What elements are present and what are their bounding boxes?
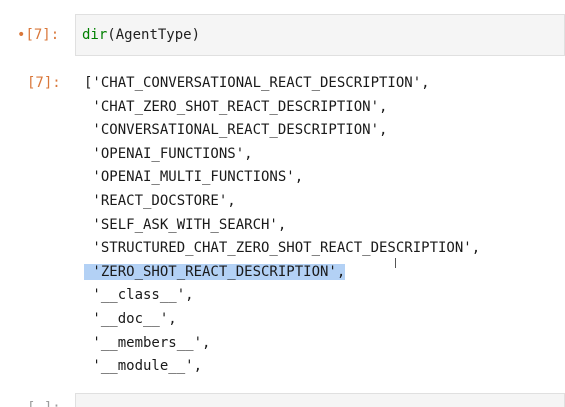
output-line-selected: 'ZERO_SHOT_REACT_DESCRIPTION', <box>84 262 480 286</box>
code-function: dir <box>82 27 108 43</box>
output-line: '__doc__', <box>84 310 177 327</box>
output-area: ['CHAT_CONVERSATIONAL_REACT_DESCRIPTION'… <box>84 73 480 380</box>
output-line: 'OPENAI_FUNCTIONS', <box>84 145 253 162</box>
text-cursor-icon <box>395 258 397 268</box>
code-args: (AgentType) <box>107 27 201 43</box>
output-line: 'REACT_DOCSTORE', <box>84 192 236 209</box>
output-line: ['CHAT_CONVERSATIONAL_REACT_DESCRIPTION'… <box>84 75 430 91</box>
code-line[interactable]: dir(AgentType) <box>82 25 200 45</box>
output-line: 'CONVERSATIONAL_REACT_DESCRIPTION', <box>84 122 388 139</box>
selected-text: 'ZERO_SHOT_REACT_DESCRIPTION', <box>84 263 346 280</box>
output-line: '__class__', <box>84 287 194 304</box>
output-line: 'OPENAI_MULTI_FUNCTIONS', <box>84 169 304 186</box>
output-line: 'SELF_ASK_WITH_SEARCH', <box>84 216 287 233</box>
code-input-cell[interactable] <box>75 14 565 56</box>
input-prompt: •[7]: <box>17 27 60 43</box>
output-prompt: [7]: <box>27 75 61 91</box>
output-line: '__module__', <box>84 358 203 375</box>
output-line: 'CHAT_ZERO_SHOT_REACT_DESCRIPTION', <box>84 98 388 115</box>
output-line: '__members__', <box>84 334 211 351</box>
output-line: 'STRUCTURED_CHAT_ZERO_SHOT_REACT_DESCRIP… <box>84 240 481 257</box>
next-cell-prompt: [ ]: <box>27 398 61 407</box>
next-code-input-cell[interactable] <box>75 393 565 407</box>
